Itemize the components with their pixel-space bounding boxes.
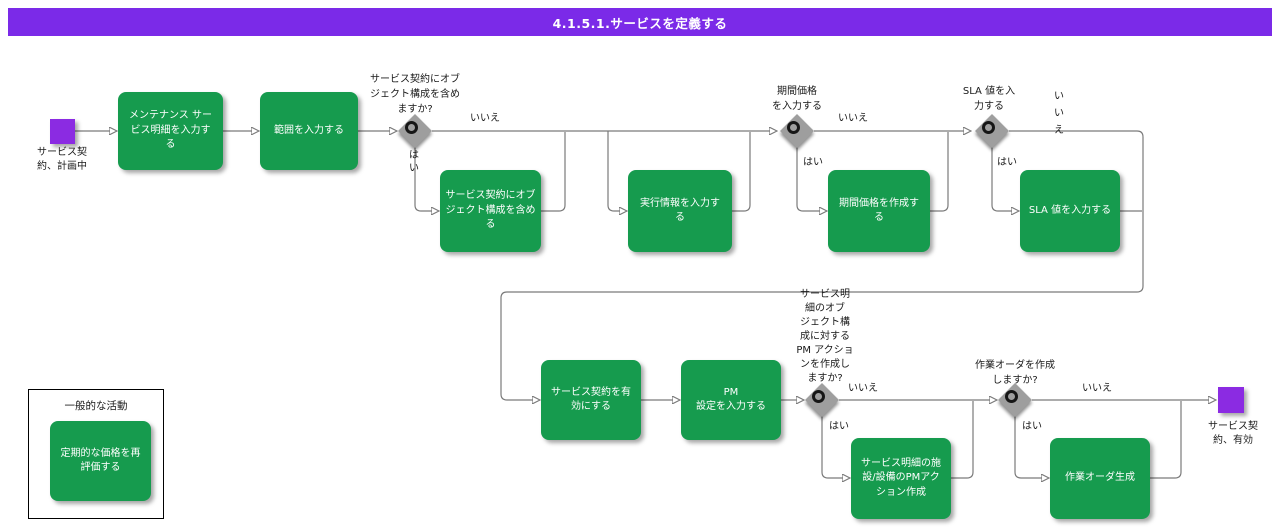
start-event-label: サービス契 約、計画中 — [37, 147, 87, 172]
edge-label-d3-yes: はい — [997, 157, 1017, 168]
edge-d1-yes-t3 — [414, 144, 432, 211]
task-enter-execution-info[interactable]: 実行情報を入力す る — [628, 170, 732, 252]
edge-d5-yes-t10 — [1014, 413, 1042, 478]
gateway-circle-icon — [1005, 390, 1018, 403]
task-create-period-price[interactable]: 期間価格を作成す る — [828, 170, 930, 252]
gateway-circle-icon — [405, 121, 418, 134]
edge-label-d2-yes: はい — [803, 157, 823, 168]
diagram-title: 4.1.5.1.サービスを定義する — [552, 15, 728, 31]
gateway-circle-icon — [812, 390, 825, 403]
gateway-question-d4: サービス明 細のオブ ジェクト構 成に対する PM アクショ ンを作成し ますか… — [796, 289, 854, 384]
edge-wrap-to-row2 — [500, 130, 1144, 400]
gateway-circle-icon — [787, 121, 800, 134]
edge-label-d3-no: い い え — [1054, 91, 1064, 136]
legend-general-activities: 一般的な活動 定期的な価格を再 評価する — [28, 389, 164, 519]
diagram-title-bar: 4.1.5.1.サービスを定義する — [8, 8, 1272, 36]
task-enter-scope[interactable]: 範囲を入力する — [260, 92, 358, 170]
task-activate-service-contract[interactable]: サービス契約を有 効にする — [541, 360, 641, 440]
edge-label-d1-yes: は い — [409, 150, 419, 174]
edge-label-d2-no: いいえ — [838, 113, 868, 124]
edge-t10-join — [1150, 401, 1182, 479]
task-reevaluate-periodic-price[interactable]: 定期的な価格を再 評価する — [50, 421, 151, 501]
task-enter-sla-values[interactable]: SLA 値を入力する — [1020, 170, 1120, 252]
gateway-question-d2: 期間価格 を入力する — [772, 86, 822, 112]
start-event[interactable] — [50, 119, 75, 144]
edge-t9-join — [951, 401, 974, 479]
task-include-object-structure[interactable]: サービス契約にオブ ジェクト構成を含め る — [440, 170, 541, 252]
edge-split-t4 — [607, 131, 620, 211]
edge-d3-yes-t6 — [991, 144, 1012, 211]
legend-title: 一般的な活動 — [64, 400, 128, 412]
gateway-question-d3: SLA 値を入 力する — [962, 86, 1016, 112]
edge-label-d5-no: いいえ — [1082, 383, 1112, 394]
task-enter-pm-settings[interactable]: PM 設定を入力する — [681, 360, 781, 440]
gateway-circle-icon — [982, 121, 995, 134]
edge-label-d4-no: いいえ — [848, 383, 878, 394]
edge-t5-join — [930, 132, 949, 212]
gateway-question-d5: 作業オーダを作成 しますか? — [975, 360, 1055, 386]
end-event-label: サービス契 約、有効 — [1208, 421, 1258, 446]
edge-label-d1-no: いいえ — [470, 113, 500, 124]
gateway-question-d1: サービス契約にオブ ジェクト構成を含め ますか? — [370, 74, 460, 115]
edge-label-d4-yes: はい — [829, 421, 849, 432]
edge-t4-join — [732, 132, 751, 212]
edge-d4-yes-t9 — [821, 413, 843, 478]
edge-d2-yes-t5 — [796, 144, 820, 211]
edge-label-d5-yes: はい — [1022, 421, 1042, 432]
task-generate-work-order[interactable]: 作業オーダ生成 — [1050, 438, 1150, 519]
task-create-pm-action-facility[interactable]: サービス明細の施 設/設備のPMアク ション作成 — [851, 438, 951, 519]
end-event[interactable] — [1218, 387, 1244, 413]
task-enter-maintenance-service-line[interactable]: メンテナンス サー ビス明細を入力す る — [118, 92, 223, 170]
edge-t3-join — [541, 132, 566, 212]
